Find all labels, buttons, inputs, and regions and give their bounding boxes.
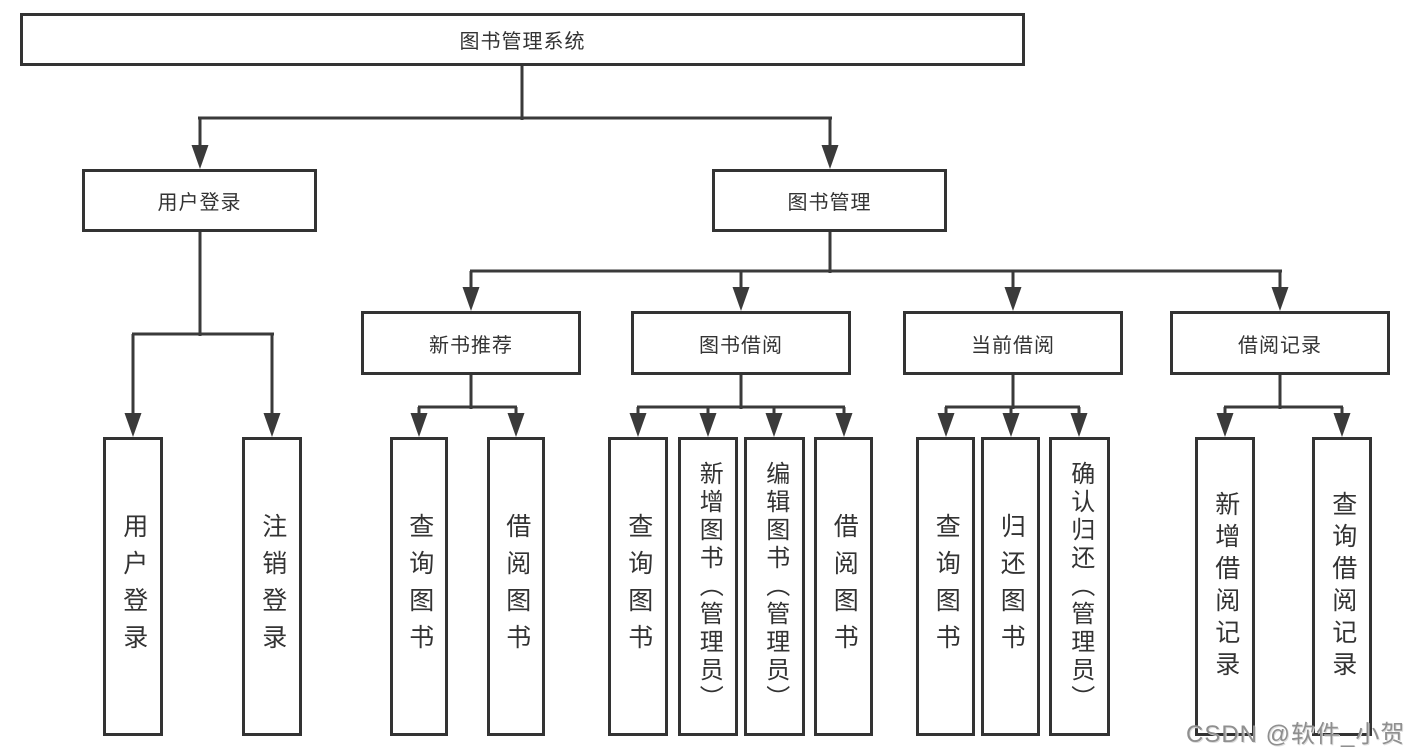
leaf-records-query-record-label: 查询借阅记录 [1328,490,1357,683]
leaf-borrow-query-books-label: 查询图书 [624,512,653,661]
watermark: CSDN @软件_小贺同学 [1186,721,1405,747]
node-book-management: 图书管理 [712,169,947,232]
leaf-recommend-borrow-books-label: 借阅图书 [502,512,531,661]
leaf-current-return-books: 归还图书 [981,437,1040,736]
leaf-recommend-query-books: 查询图书 [390,437,448,736]
leaf-current-query-books: 查询图书 [916,437,975,736]
node-current-borrow-label: 当前借阅 [971,334,1055,357]
leaf-current-confirm-return-admin: 确认归还（管理员） [1049,437,1110,736]
node-borrow-records: 借阅记录 [1170,311,1390,375]
leaf-borrow-borrow-books: 借阅图书 [814,437,873,736]
node-new-book-recommend-label: 新书推荐 [429,334,513,357]
node-book-borrow-label: 图书借阅 [699,334,783,357]
node-root-system: 图书管理系统 [20,13,1025,66]
node-user-login: 用户登录 [82,169,317,232]
leaf-user-login-label: 用户登录 [119,512,148,661]
node-current-borrow: 当前借阅 [903,311,1123,375]
leaf-records-add-record: 新增借阅记录 [1195,437,1255,736]
leaf-borrow-edit-books-admin: 编辑图书（管理员） [744,437,805,736]
leaf-borrow-add-books-admin-label: 新增图书（管理员） [695,460,723,713]
leaf-logout: 注销登录 [242,437,302,736]
leaf-logout-label: 注销登录 [258,512,287,661]
leaf-current-return-books-label: 归还图书 [997,512,1026,661]
node-user-login-label: 用户登录 [157,192,242,214]
leaf-borrow-add-books-admin: 新增图书（管理员） [678,437,738,736]
leaf-user-login: 用户登录 [103,437,163,736]
leaf-current-query-books-label: 查询图书 [932,512,961,661]
leaf-records-add-record-label: 新增借阅记录 [1211,490,1240,683]
leaf-current-confirm-return-admin-label: 确认归还（管理员） [1066,460,1094,713]
leaf-records-query-record: 查询借阅记录 [1312,437,1372,736]
leaf-borrow-query-books: 查询图书 [608,437,668,736]
node-root-label: 图书管理系统 [459,31,586,53]
node-book-management-label: 图书管理 [787,192,872,214]
leaf-recommend-query-books-label: 查询图书 [405,512,434,661]
node-book-borrow: 图书借阅 [631,311,851,375]
leaf-borrow-edit-books-admin-label: 编辑图书（管理员） [761,460,789,713]
node-borrow-records-label: 借阅记录 [1238,334,1322,357]
node-new-book-recommend: 新书推荐 [361,311,581,375]
leaf-recommend-borrow-books: 借阅图书 [487,437,545,736]
leaf-borrow-borrow-books-label: 借阅图书 [830,512,859,661]
